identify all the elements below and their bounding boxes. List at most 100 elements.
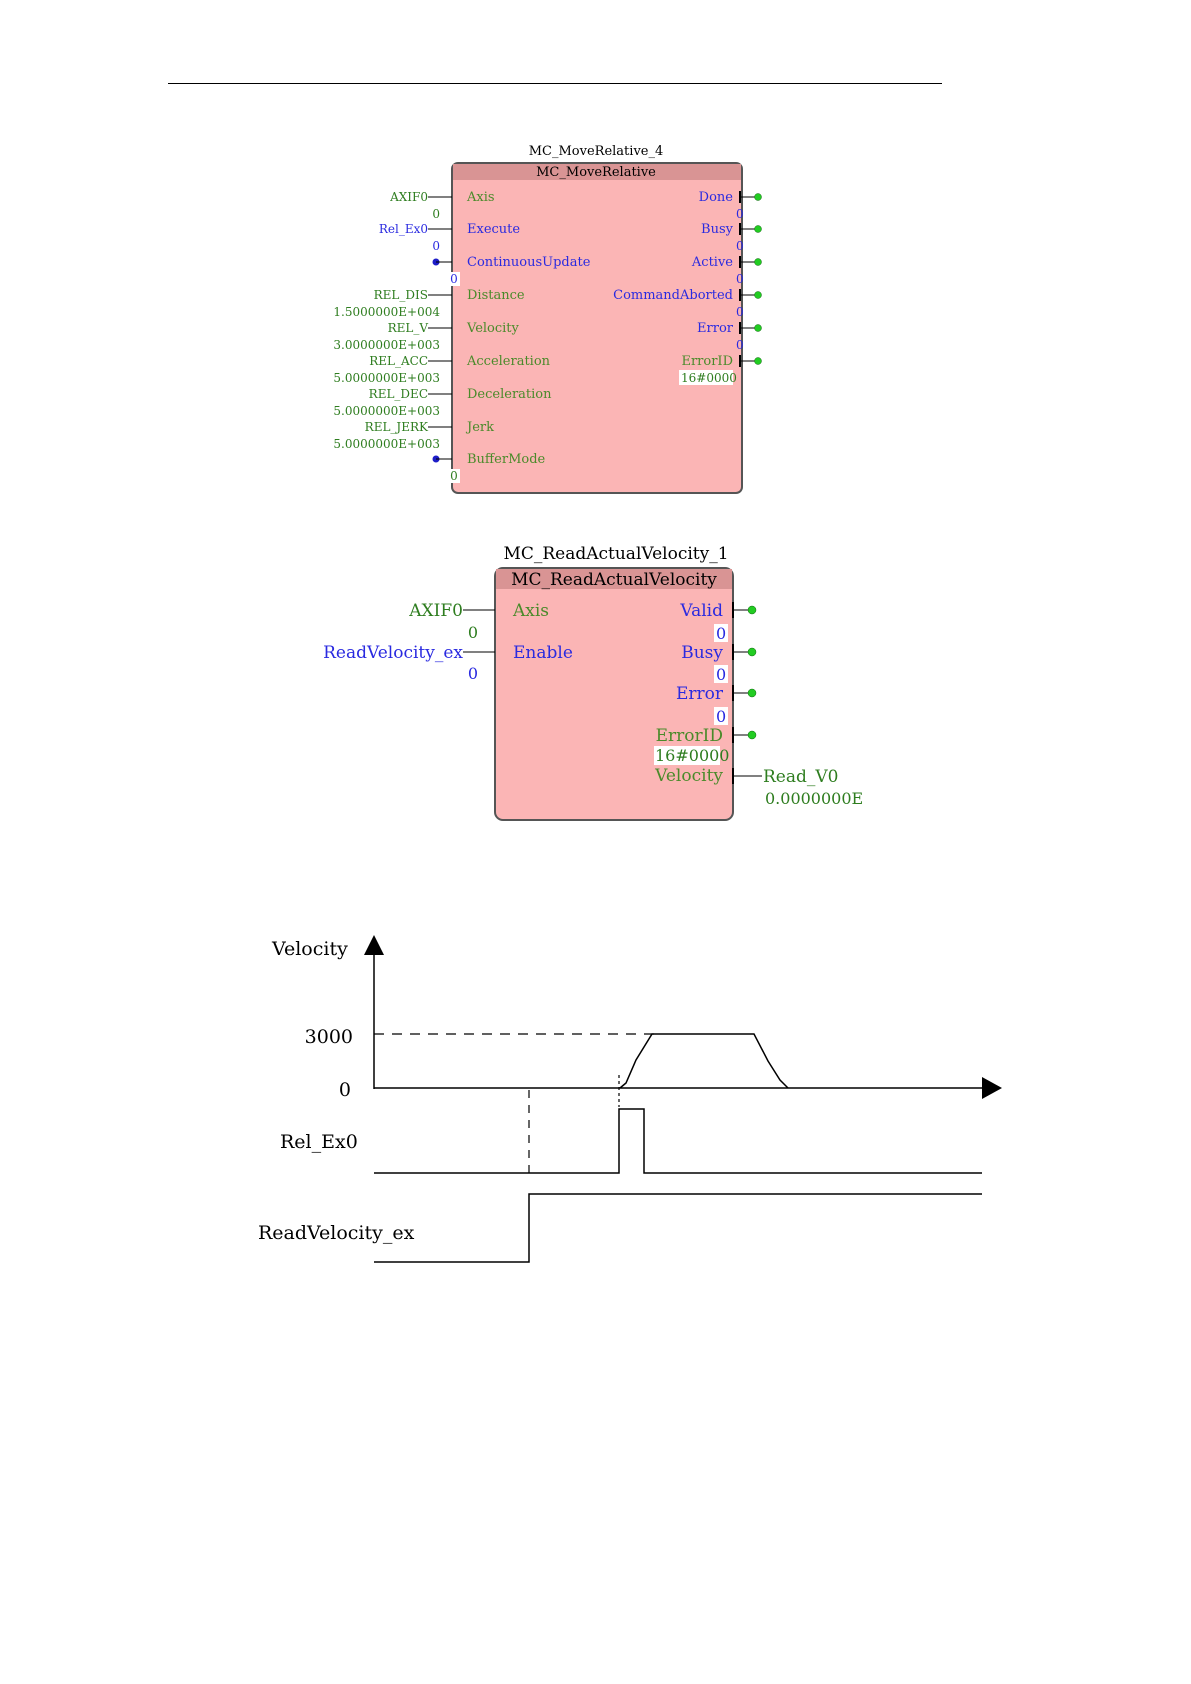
value-label: 5.0000000E+003: [333, 371, 440, 385]
block2-type-name: MC_ReadActualVelocity: [511, 570, 717, 590]
output-dot-icon: [747, 605, 757, 615]
readvelocity-ex-signal-line: [374, 1193, 982, 1263]
var-label: REL_DEC: [369, 387, 428, 401]
block1-input-execute[interactable]: Rel_Ex0 Execute: [379, 222, 521, 237]
value-label: 0: [432, 239, 440, 253]
var-label: AXIF0: [408, 601, 463, 621]
value-label: 0: [468, 664, 478, 683]
pin-label: Valid: [679, 601, 723, 621]
value-label: 0: [736, 338, 744, 352]
value-label: 0.0000000E: [765, 789, 863, 808]
pin-label: Axis: [466, 190, 495, 205]
tick-0: 0: [339, 1079, 351, 1101]
value-label: 0: [736, 272, 744, 286]
block2-output-valid[interactable]: Valid: [679, 601, 757, 621]
block1-input-continuousupdate[interactable]: ContinuousUpdate: [432, 255, 591, 270]
output-dot-icon: [754, 324, 762, 332]
block2-input-axis[interactable]: AXIF0 Axis: [408, 601, 549, 621]
var-label: REL_V: [388, 321, 429, 335]
value-label: 0: [736, 207, 744, 221]
pin-label: Velocity: [654, 766, 723, 786]
var-label: REL_JERK: [365, 420, 429, 434]
output-dot-icon: [747, 688, 757, 698]
pin-label: ErrorID: [681, 354, 733, 369]
value-label: 0: [736, 239, 744, 253]
var-label: REL_DIS: [374, 288, 428, 302]
block1-output-error[interactable]: Error: [697, 321, 762, 336]
velocity-axis-label: Velocity: [271, 938, 348, 960]
block1-output-done[interactable]: Done: [699, 190, 762, 205]
var-label: AXIF0: [389, 190, 428, 204]
signal-rel-ex0-label: Rel_Ex0: [280, 1131, 358, 1153]
var-label: Read_V0: [763, 767, 838, 787]
value-label: 0: [736, 305, 744, 319]
var-label: ReadVelocity_ex: [323, 643, 463, 663]
block1-input-distance[interactable]: REL_DIS Distance: [374, 288, 525, 303]
pin-label: Distance: [467, 288, 525, 303]
value-label: 1.5000000E+004: [333, 305, 440, 319]
output-dot-icon: [754, 193, 762, 201]
block1-output-active[interactable]: Active: [691, 255, 762, 270]
pin-label: Velocity: [466, 321, 520, 336]
block1-input-velocity[interactable]: REL_V Velocity: [388, 321, 520, 336]
signal-readvelocity-ex-label: ReadVelocity_ex: [258, 1222, 415, 1244]
output-dot-icon: [754, 225, 762, 233]
block2-output-error[interactable]: Error: [676, 684, 757, 704]
velocity-timing-diagram: Velocity 3000 0 Rel_Ex0 ReadVelocity_ex: [258, 935, 1002, 1263]
pin-label: Error: [697, 321, 734, 336]
block1-input-axis[interactable]: AXIF0 Axis: [389, 190, 494, 205]
block1-input-jerk[interactable]: REL_JERK Jerk: [365, 420, 494, 435]
block2-instance-name: MC_ReadActualVelocity_1: [503, 544, 728, 564]
value-label: 16#0000: [655, 746, 729, 765]
value-label: 0: [716, 665, 726, 684]
block1-output-busy[interactable]: Busy: [701, 222, 762, 237]
value-label: 5.0000000E+003: [333, 437, 440, 451]
tick-3000: 3000: [305, 1026, 353, 1048]
pin-label: BufferMode: [467, 452, 546, 467]
block1-input-acceleration[interactable]: REL_ACC Acceleration: [369, 354, 550, 369]
pin-label: Busy: [701, 222, 734, 237]
block1-output-commandaborted[interactable]: CommandAborted: [613, 288, 762, 303]
velocity-profile-line: [619, 1033, 789, 1089]
value-label: 3.0000000E+003: [333, 338, 440, 352]
pin-label: ErrorID: [656, 726, 723, 746]
block1-output-errorid[interactable]: ErrorID: [681, 354, 762, 369]
block2-output-errorid[interactable]: ErrorID: [656, 726, 757, 746]
block2-output-velocity[interactable]: Velocity Read_V0: [654, 766, 838, 787]
x-axis-arrow-icon: [982, 1077, 1002, 1099]
block2-output-busy[interactable]: Busy: [681, 643, 757, 663]
pin-label: Axis: [512, 601, 549, 621]
pin-label: Active: [691, 255, 733, 270]
block1-input-deceleration[interactable]: REL_DEC Deceleration: [369, 387, 552, 402]
pin-label: Execute: [467, 222, 520, 237]
pin-label: Busy: [681, 643, 723, 663]
pin-label: ContinuousUpdate: [467, 255, 591, 270]
value-label: 0: [450, 272, 458, 286]
value-label: 16#0000: [681, 371, 737, 385]
block1-header: [453, 164, 741, 180]
value-label: 0: [716, 624, 726, 643]
value-label: 0: [716, 707, 726, 726]
var-label: Rel_Ex0: [379, 222, 428, 236]
var-label: REL_ACC: [369, 354, 428, 368]
pin-label: Deceleration: [467, 387, 552, 402]
block2-header: [496, 569, 732, 589]
value-label: 0: [450, 469, 458, 483]
mc-readactualvelocity-block: MC_ReadActualVelocity_1 MC_ReadActualVel…: [323, 544, 863, 821]
output-dot-icon: [754, 258, 762, 266]
pin-label: Acceleration: [466, 354, 551, 369]
rel-ex0-signal-line: [374, 1108, 982, 1174]
block1-instance-name: MC_MoveRelative_4: [529, 144, 664, 159]
mc-moverelative-block: MC_MoveRelative_4 MC_MoveRelative AXIF0 …: [333, 144, 762, 494]
output-dot-icon: [747, 730, 757, 740]
value-label: 0: [468, 623, 478, 642]
pin-label: Error: [676, 684, 724, 704]
header-rule: [168, 83, 942, 84]
output-dot-icon: [754, 357, 762, 365]
output-dot-icon: [754, 291, 762, 299]
pin-label: Done: [699, 190, 734, 205]
pin-label: Enable: [513, 643, 573, 663]
value-label: 5.0000000E+003: [333, 404, 440, 418]
block2-input-enable[interactable]: ReadVelocity_ex Enable: [323, 643, 573, 663]
block1-input-buffermode[interactable]: BufferMode: [432, 452, 546, 467]
